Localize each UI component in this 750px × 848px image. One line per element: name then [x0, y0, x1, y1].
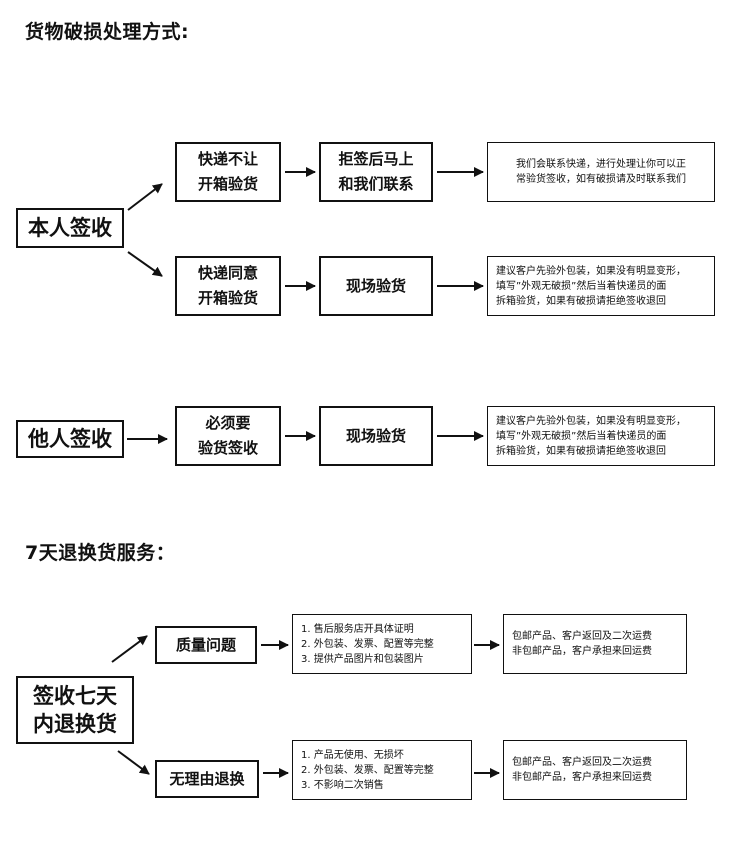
no-reason-condition-3: 3. 不影响二次销售	[301, 779, 384, 791]
no-reason-condition-2: 2. 外包装、发票、配置等完整	[301, 764, 434, 776]
no-open-step2-box: 拒签后马上 和我们联系	[319, 142, 433, 202]
arrow-self-to-no-open	[127, 183, 163, 211]
quality-conditions-box: 1. 售后服务店开具体证明 2. 外包装、发票、配置等完整 3. 提供产品图片和…	[292, 614, 472, 674]
open-note-line1: 建议客户先验外包装，如果没有明显变形，	[496, 265, 686, 277]
return-main-line1: 签收七天	[33, 684, 117, 708]
open-step1-line1: 快递同意	[197, 264, 258, 282]
quality-result-1: 包邮产品、客户返回及二次运费	[512, 631, 652, 642]
self-sign-box: 本人签收	[16, 208, 124, 248]
other-note-line2: 填写”外观无破损”然后当着快递员的面	[496, 430, 667, 442]
no-open-step1-line1: 快递不让	[197, 150, 258, 168]
open-note-line2: 填写”外观无破损”然后当着快递员的面	[496, 280, 667, 292]
no-open-step2-line1: 拒签后马上	[338, 150, 414, 168]
other-note-box: 建议客户先验外包装，如果没有明显变形， 填写”外观无破损”然后当着快递员的面 拆…	[487, 406, 715, 466]
no-reason-result-1: 包邮产品、客户返回及二次运费	[512, 757, 652, 768]
other-sign-label: 他人签收	[28, 427, 112, 451]
other-step1-line2: 验货签收	[197, 439, 258, 457]
other-step1-line1: 必须要	[205, 414, 251, 432]
self-sign-label: 本人签收	[28, 216, 112, 240]
quality-condition-2: 2. 外包装、发票、配置等完整	[301, 638, 434, 650]
open-note-box: 建议客户先验外包装，如果没有明显变形， 填写”外观无破损”然后当着快递员的面 拆…	[487, 256, 715, 316]
other-sign-box: 他人签收	[16, 420, 124, 458]
open-step1-box: 快递同意 开箱验货	[175, 256, 281, 316]
open-step2-label: 现场验货	[345, 276, 406, 295]
open-note-line3: 拆箱验货，如果有破损请拒绝签收退回	[496, 295, 666, 307]
no-open-note-box: 我们会联系快递，进行处理让你可以正 常验货签收，如有破损请及时联系我们	[487, 142, 715, 202]
no-reason-conditions-box: 1. 产品无使用、无损坏 2. 外包装、发票、配置等完整 3. 不影响二次销售	[292, 740, 472, 800]
quality-condition-1: 1. 售后服务店开具体证明	[301, 623, 414, 635]
quality-box: 质量问题	[155, 626, 257, 664]
no-open-step1-box: 快递不让 开箱验货	[175, 142, 281, 202]
quality-result-2: 非包邮产品，客户承担来回运费	[512, 646, 652, 657]
open-step2-box: 现场验货	[319, 256, 433, 316]
other-step2-label: 现场验货	[345, 426, 406, 445]
no-open-step1-line2: 开箱验货	[197, 175, 258, 193]
section2-title: 7天退换货服务：	[25, 542, 176, 564]
no-open-step2-line2: 和我们联系	[338, 175, 414, 193]
no-reason-result-box: 包邮产品、客户返回及二次运费 非包邮产品，客户承担来回运费	[503, 740, 687, 800]
arrow-main-to-no-reason	[117, 750, 150, 775]
no-open-note-line2: 常验货签收，如有破损请及时联系我们	[516, 174, 686, 185]
section1-title: 货物破损处理方式:	[25, 21, 190, 43]
no-reason-result-2: 非包邮产品，客户承担来回运费	[512, 772, 652, 783]
return-main-box: 签收七天 内退换货	[16, 676, 134, 744]
no-reason-condition-1: 1. 产品无使用、无损坏	[301, 749, 404, 761]
arrow-main-to-quality	[111, 635, 148, 663]
quality-label: 质量问题	[175, 635, 236, 654]
other-note-line3: 拆箱验货，如果有破损请拒绝签收退回	[496, 445, 666, 457]
quality-result-box: 包邮产品、客户返回及二次运费 非包邮产品，客户承担来回运费	[503, 614, 687, 674]
other-step2-box: 现场验货	[319, 406, 433, 466]
other-note-line1: 建议客户先验外包装，如果没有明显变形，	[496, 415, 686, 427]
no-open-note-line1: 我们会联系快递，进行处理让你可以正	[516, 159, 686, 170]
quality-condition-3: 3. 提供产品图片和包装图片	[301, 653, 424, 665]
other-step1-box: 必须要 验货签收	[175, 406, 281, 466]
no-reason-box: 无理由退换	[155, 760, 259, 798]
return-main-line2: 内退换货	[33, 712, 117, 736]
arrow-self-to-open	[127, 251, 163, 277]
no-reason-label: 无理由退换	[169, 769, 245, 788]
open-step1-line2: 开箱验货	[197, 289, 258, 307]
